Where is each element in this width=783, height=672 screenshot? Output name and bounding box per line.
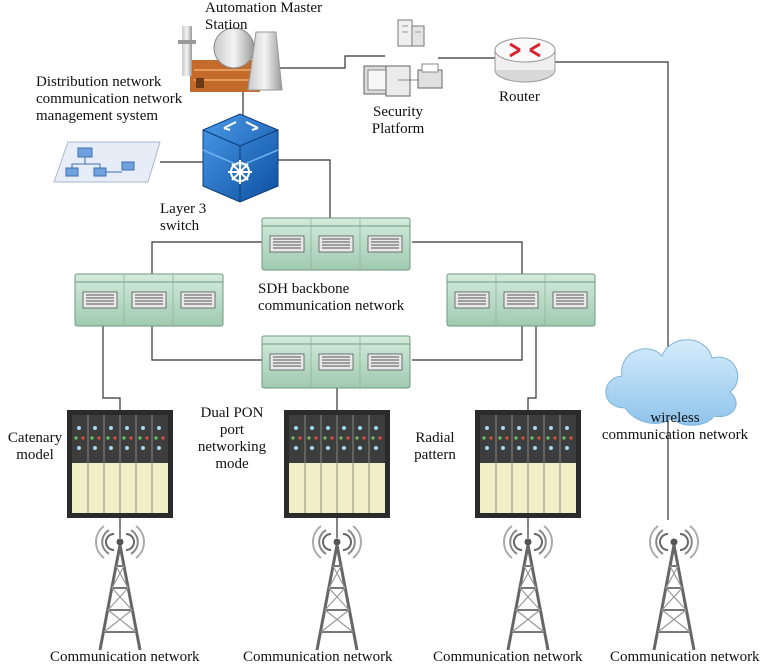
dual-pon-label-line3: networking	[197, 439, 267, 455]
router-label: Router	[499, 89, 540, 105]
line-sdh-left-bottom	[151, 326, 262, 361]
sdh-backbone-label-line1: SDH backbone	[258, 281, 350, 297]
sdh-backbone-label-line2: communication network	[258, 298, 405, 314]
layer3-switch-icon	[202, 113, 279, 203]
tower-icon-1	[94, 524, 146, 652]
radial-pattern-label-line2: pattern	[414, 447, 456, 463]
tower-label-3: Communication network	[433, 649, 583, 665]
tower-label-1: Communication network	[50, 649, 200, 665]
wireless-network-label-line1: wireless	[650, 410, 700, 426]
sdh-unit-right	[447, 274, 595, 326]
cloud-icon	[605, 339, 739, 426]
master-station-icon	[178, 26, 283, 92]
dual-pon-label-line4: mode	[215, 456, 249, 472]
radial-pattern-label-line1: Radial	[415, 430, 455, 446]
master-station-label: Automation Master Station	[205, 0, 322, 34]
wireless-network-label: wireless communication network	[590, 410, 760, 444]
dual-pon-label-line1: Dual PON	[200, 405, 264, 421]
line-sdh-to-olt1	[102, 300, 121, 410]
sdh-unit-left	[75, 274, 223, 326]
management-system-label-line1: Distribution network	[36, 74, 162, 90]
master-station-label-line1: Automation Master	[205, 0, 323, 16]
security-platform-label-line1: Security	[373, 104, 423, 120]
tower-label-2: Communication network	[243, 649, 393, 665]
line-sdh-top-right	[412, 241, 523, 274]
management-system-label-line3: management system	[36, 108, 159, 124]
router-icon	[494, 37, 556, 83]
sdh-unit-bottom	[262, 336, 410, 388]
security-platform-icon	[363, 19, 443, 97]
catenary-model-label-line1: Catenary	[7, 430, 63, 446]
layer3-switch-label: Layer 3 switch	[160, 201, 206, 235]
olt-cabinet-1	[66, 409, 174, 519]
tower-icon-2	[311, 524, 363, 652]
catenary-model-label: Catenary model	[0, 430, 70, 464]
management-system-label: Distribution network communication netwo…	[36, 74, 182, 125]
line-sdh-to-olt3	[527, 320, 537, 410]
line-sdh-top-left	[151, 241, 262, 274]
radial-pattern-label: Radial pattern	[402, 430, 468, 464]
line-master-to-security	[262, 55, 385, 69]
olt-cabinet-3	[474, 409, 582, 519]
olt-cabinet-2	[283, 409, 391, 519]
security-platform-label-line2: Platform	[371, 121, 425, 137]
layer3-switch-label-line2: switch	[160, 218, 200, 234]
catenary-model-label-line2: model	[16, 447, 54, 463]
line-sdh-right-bottom	[412, 326, 523, 361]
dual-pon-label-line2: port	[219, 422, 245, 438]
tower-icon-4	[648, 524, 700, 652]
security-platform-label: Security Platform	[360, 104, 436, 138]
sdh-unit-top	[262, 218, 410, 270]
tower-icon-3	[502, 524, 554, 652]
master-station-label-line2: Station	[205, 17, 248, 33]
tower-label-4: Communication network	[610, 649, 760, 665]
layer3-switch-label-line1: Layer 3	[160, 201, 207, 217]
sdh-backbone-label: SDH backbone communication network	[258, 281, 404, 315]
management-system-icon	[53, 141, 161, 183]
line-switch-to-sdh-top	[275, 159, 331, 218]
wireless-network-label-line2: communication network	[601, 427, 749, 443]
management-system-label-line2: communication network	[36, 91, 183, 107]
dual-pon-label: Dual PON port networking mode	[182, 405, 282, 473]
